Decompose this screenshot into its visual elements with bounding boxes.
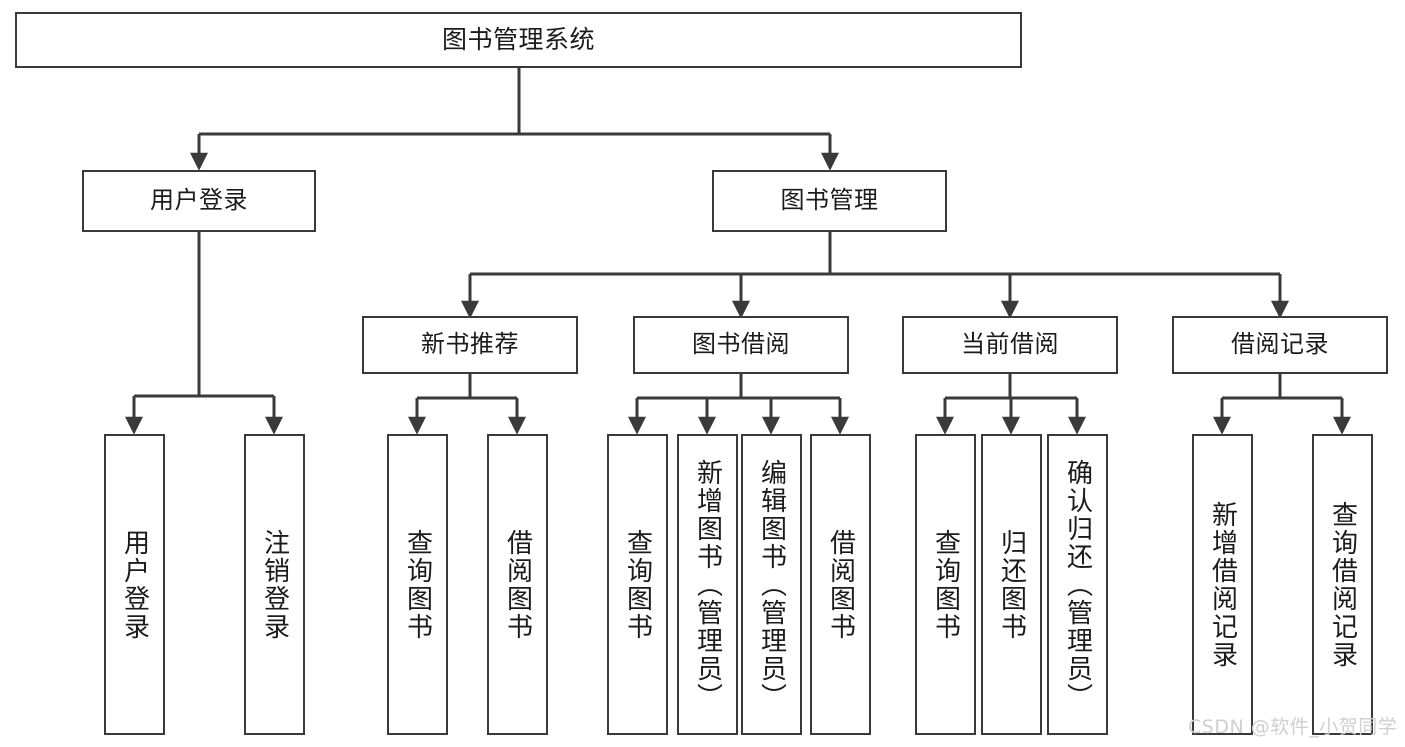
- node-label: 新增借阅记录: [1207, 500, 1238, 669]
- node-leaf-query-borrow-record[interactable]: 查询借阅记录: [1312, 434, 1373, 735]
- node-label: 注销登录: [259, 528, 290, 641]
- node-borrow-record[interactable]: 借阅记录: [1172, 316, 1388, 374]
- node-label: 借阅图书: [502, 528, 533, 641]
- node-label: 查询图书: [402, 528, 433, 641]
- node-label: 借阅记录: [1231, 330, 1329, 359]
- node-user-login[interactable]: 用户登录: [82, 170, 316, 232]
- node-label: 归还图书: [996, 528, 1027, 641]
- node-leaf-add-book-admin[interactable]: 新增图书（管理员）: [677, 434, 738, 735]
- node-leaf-user-login[interactable]: 用户登录: [104, 434, 165, 735]
- node-leaf-edit-book-admin[interactable]: 编辑图书（管理员）: [741, 434, 802, 735]
- node-leaf-query-book-current[interactable]: 查询图书: [915, 434, 976, 735]
- node-leaf-user-logout[interactable]: 注销登录: [244, 434, 305, 735]
- node-new-book-recommend[interactable]: 新书推荐: [362, 316, 578, 374]
- node-leaf-query-book-borrow[interactable]: 查询图书: [607, 434, 668, 735]
- node-label: 查询图书: [930, 528, 961, 641]
- node-leaf-return-book[interactable]: 归还图书: [981, 434, 1042, 735]
- node-current-borrow[interactable]: 当前借阅: [902, 316, 1118, 374]
- node-root-book-management-system[interactable]: 图书管理系统: [15, 12, 1022, 68]
- node-label: 编辑图书（管理员）: [756, 458, 787, 711]
- node-label: 确认归还（管理员）: [1062, 458, 1093, 711]
- node-label: 查询借阅记录: [1327, 500, 1358, 669]
- node-label: 图书管理: [780, 186, 879, 215]
- node-leaf-confirm-return-admin[interactable]: 确认归还（管理员）: [1047, 434, 1108, 735]
- node-label: 图书管理系统: [441, 24, 595, 54]
- node-label: 当前借阅: [961, 330, 1059, 359]
- node-label: 借阅图书: [825, 528, 856, 641]
- node-label: 新书推荐: [421, 330, 519, 359]
- csdn-watermark: CSDN @软件_小贺同学: [1188, 716, 1398, 738]
- node-label: 图书借阅: [692, 330, 790, 359]
- node-label: 用户登录: [119, 528, 150, 641]
- node-leaf-borrow-book[interactable]: 借阅图书: [810, 434, 871, 735]
- node-book-management[interactable]: 图书管理: [712, 170, 947, 232]
- node-leaf-borrow-book-recommend[interactable]: 借阅图书: [487, 434, 548, 735]
- node-leaf-add-borrow-record[interactable]: 新增借阅记录: [1192, 434, 1253, 735]
- node-label: 新增图书（管理员）: [692, 458, 723, 711]
- node-label: 查询图书: [622, 528, 653, 641]
- node-leaf-query-book-recommend[interactable]: 查询图书: [387, 434, 448, 735]
- node-label: 用户登录: [150, 186, 248, 215]
- node-book-borrow[interactable]: 图书借阅: [633, 316, 849, 374]
